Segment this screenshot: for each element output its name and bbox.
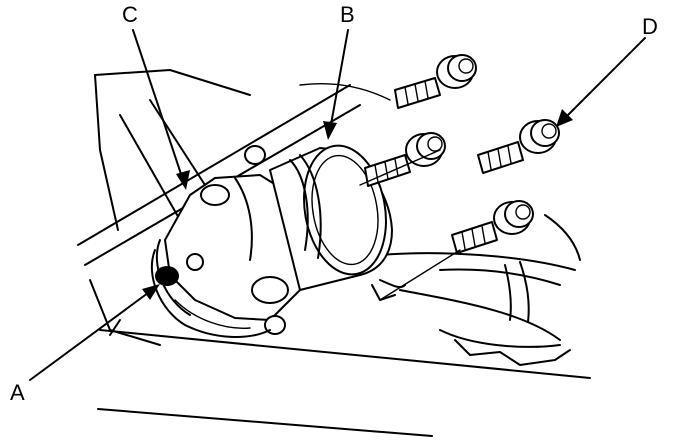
- leader-d: [562, 37, 646, 121]
- callout-d-label: D: [642, 14, 658, 39]
- leader-b: [329, 29, 349, 131]
- lower-arm: [379, 214, 581, 366]
- flange-bolts: [359, 54, 560, 301]
- callout-c-label: C: [122, 2, 138, 27]
- sensor-plug: [155, 266, 406, 301]
- leader-a: [29, 289, 153, 381]
- bolt-3: [477, 119, 560, 174]
- knuckle-outline: [77, 69, 591, 379]
- callout-a-label: A: [10, 380, 25, 405]
- leader-c: [132, 29, 184, 181]
- leader-lines: [29, 29, 646, 381]
- hub-flange: [164, 145, 311, 335]
- arrow-d: [556, 109, 573, 127]
- bolt-1: [394, 54, 477, 109]
- callout-b-label: B: [340, 2, 355, 27]
- hub-bearing: [269, 144, 393, 291]
- arrow-b: [323, 121, 337, 140]
- arrow-a: [142, 284, 160, 300]
- ground-lines: [97, 408, 433, 437]
- arrow-c: [176, 170, 190, 190]
- bolt-4: [451, 200, 534, 254]
